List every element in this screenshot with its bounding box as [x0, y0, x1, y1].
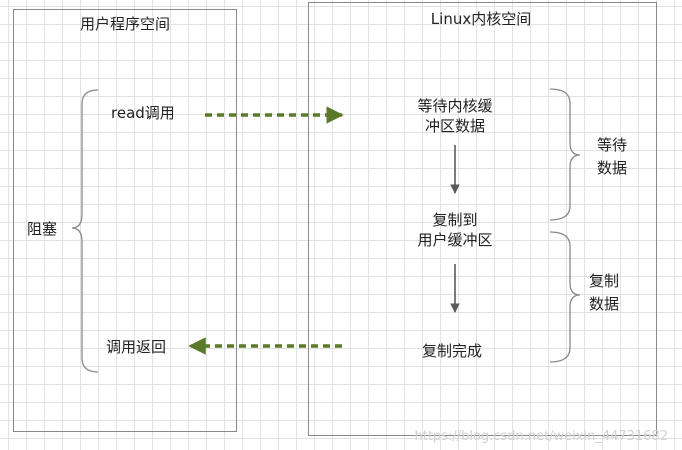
wait-buffer-step-line1: 等待内核缓: [417, 97, 493, 115]
copy-done-step: 复制完成: [421, 342, 483, 360]
wait-data-phase-line1: 等待: [596, 136, 628, 154]
wait-data-phase-line2: 数据: [596, 159, 628, 177]
kernel-space-title: Linux内核空间: [430, 10, 532, 28]
copy-to-step-line1: 复制到: [432, 211, 478, 229]
read-call-label: read调用: [111, 104, 175, 122]
user-space-title: 用户程序空间: [79, 15, 171, 33]
blocked-label: 阻塞: [27, 220, 58, 238]
copy-data-phase-line1: 复制: [588, 272, 620, 290]
kernel-space-panel: [308, 2, 657, 436]
copy-data-brace: [549, 231, 581, 363]
wait-buffer-step-line2: 冲区数据: [424, 117, 486, 135]
watermark: https://blog.csdn.net/weixin_44731682: [414, 429, 668, 444]
call-return-label: 调用返回: [106, 338, 167, 356]
wait-data-brace: [549, 88, 581, 221]
copy-data-phase-line2: 数据: [588, 295, 620, 313]
user-space-panel: [13, 9, 237, 432]
copy-to-step-line2: 用户缓冲区: [417, 231, 493, 249]
blocked-brace: [71, 89, 99, 373]
